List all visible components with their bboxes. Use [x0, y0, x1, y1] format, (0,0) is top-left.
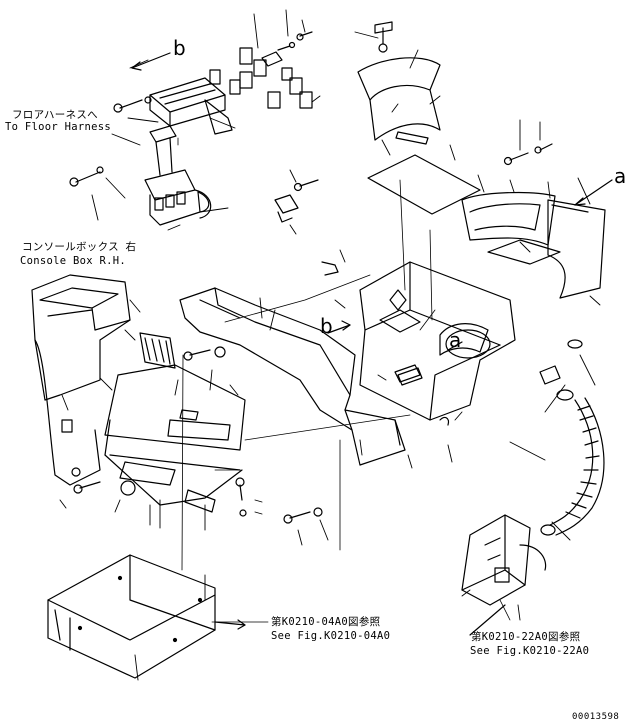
leader-lines-top-right	[354, 31, 601, 306]
mat-panel	[367, 154, 481, 215]
relay-blocks	[239, 47, 313, 109]
drawing-number: 00013598	[572, 712, 620, 722]
leader-lines-top-left	[91, 9, 321, 235]
console-box-rh	[31, 274, 131, 486]
fuse-box-harness	[144, 125, 212, 226]
fig-ref-1-en: See Fig.K0210-04A0	[271, 630, 391, 642]
controller-tray	[47, 554, 216, 679]
right-cover-panels	[461, 143, 606, 299]
console-box-label-en: Console Box R.H.	[20, 255, 126, 267]
reference-b-mid: b	[320, 314, 333, 338]
switch-module	[139, 332, 176, 369]
console-housing	[179, 287, 406, 466]
assembly-lines	[177, 137, 511, 623]
reference-a-mid: a	[449, 328, 462, 352]
reference-b-top: b	[173, 36, 186, 60]
floor-harness-label-jp: フロアハーネスへ	[12, 109, 98, 121]
fig-ref-1-jp: 第K0210-04A0図参照	[271, 616, 381, 628]
duct-junction	[461, 514, 547, 606]
console-box-label-jp: コンソールボックス 右	[22, 241, 137, 253]
upper-cover	[357, 21, 441, 145]
fig-ref-2-jp: 第K0210-22A0図参照	[471, 631, 581, 643]
front-panel	[104, 364, 246, 513]
air-duct-hose	[539, 339, 605, 536]
leader-lines-lower	[59, 249, 596, 681]
bolts-top-left	[69, 31, 319, 192]
upper-box	[321, 261, 516, 421]
floor-harness-label-en: To Floor Harness	[5, 121, 111, 133]
harness-clip	[274, 194, 299, 223]
reference-a-top: a	[614, 164, 625, 188]
fig-ref-2-en: See Fig.K0210-22A0	[470, 645, 590, 657]
reference-arrows	[131, 52, 613, 636]
bolts-washers	[71, 346, 450, 524]
